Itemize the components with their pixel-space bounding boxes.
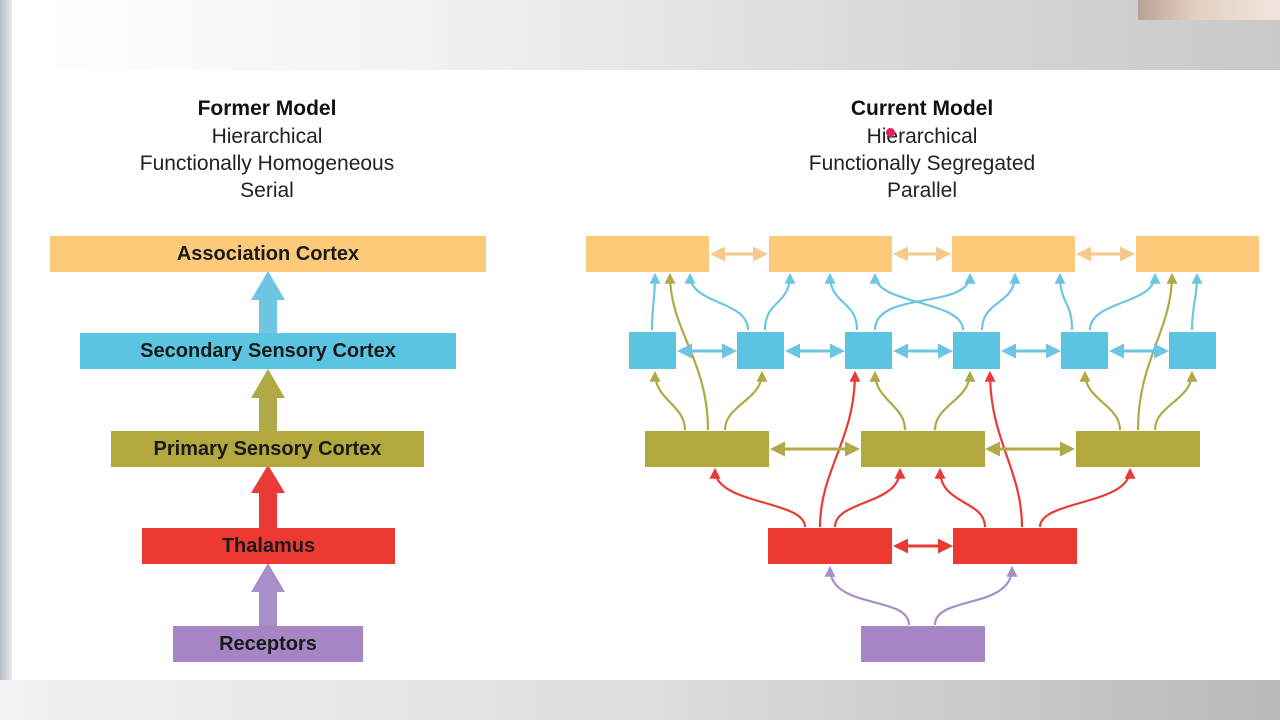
- secondary-sensory-cortex-box: Secondary Sensory Cortex: [80, 333, 456, 369]
- window-left-edge: [0, 0, 12, 720]
- current-receptors-box: [861, 626, 985, 662]
- current-association-box: [952, 236, 1075, 272]
- association-cortex-label: Association Cortex: [176, 242, 360, 265]
- current-primary-box: [645, 431, 769, 467]
- laser-pointer-dot: [886, 128, 895, 137]
- bottom-banner: [0, 680, 1280, 720]
- current-primary-box: [861, 431, 985, 467]
- primary-sensory-cortex-box: Primary Sensory Cortex: [111, 431, 424, 467]
- former-model-line-2: Functionally Homogeneous: [139, 152, 395, 175]
- current-thalamus-box: [768, 528, 892, 564]
- secondary-sensory-cortex-label: Secondary Sensory Cortex: [140, 339, 396, 362]
- current-model-arrows: [649, 246, 1203, 626]
- webcam-thumbnail: [1138, 0, 1280, 20]
- current-association-box: [1136, 236, 1259, 272]
- current-model-boxes: [586, 236, 1259, 662]
- former-model-heading: Former Model Hierarchical Functionally H…: [67, 95, 467, 204]
- former-model-line-1: Hierarchical: [211, 125, 323, 148]
- top-banner: [0, 0, 1280, 70]
- former-model-line-3: Serial: [240, 179, 294, 202]
- current-secondary-box: [845, 332, 892, 369]
- current-secondary-box: [629, 332, 676, 369]
- current-association-box: [769, 236, 892, 272]
- arrow-up-icon: [251, 465, 285, 532]
- current-model-line-3: Parallel: [886, 179, 958, 202]
- current-secondary-box: [1061, 332, 1108, 369]
- association-cortex-box: Association Cortex: [50, 236, 486, 272]
- primary-sensory-cortex-label: Primary Sensory Cortex: [153, 437, 382, 460]
- arrow-up-icon: [251, 563, 285, 630]
- current-secondary-box: [737, 332, 784, 369]
- receptors-label: Receptors: [219, 632, 317, 655]
- thalamus-box: Thalamus: [142, 528, 395, 564]
- current-model-line-2: Functionally Segregated: [808, 152, 1036, 175]
- arrow-up-icon: [251, 369, 285, 434]
- current-model-title: Current Model: [850, 97, 994, 120]
- former-model-title: Former Model: [197, 97, 337, 120]
- arrow-up-icon: [251, 271, 285, 336]
- current-model-heading: Current Model Hierarchical Functionally …: [722, 95, 1122, 204]
- current-secondary-box: [1169, 332, 1216, 369]
- current-association-box: [586, 236, 709, 272]
- former-model-arrows: [251, 271, 285, 630]
- receptors-box: Receptors: [173, 626, 363, 662]
- current-primary-box: [1076, 431, 1200, 467]
- current-thalamus-box: [953, 528, 1077, 564]
- thalamus-label: Thalamus: [221, 534, 316, 557]
- current-secondary-box: [953, 332, 1000, 369]
